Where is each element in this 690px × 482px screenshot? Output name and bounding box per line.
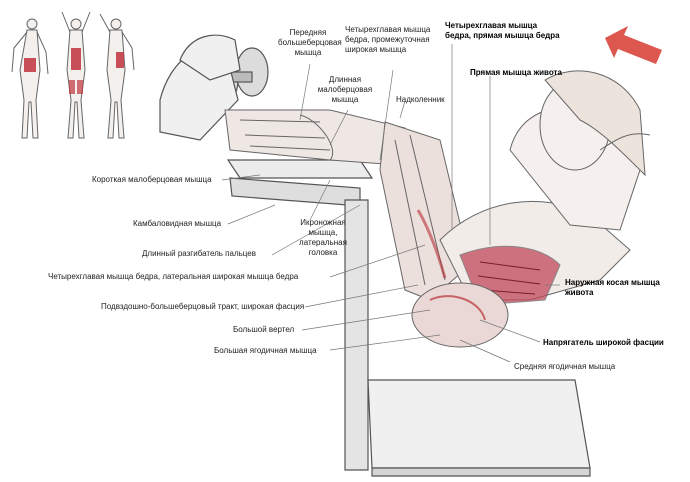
label-peroneus-brevis: Короткая малоберцовая мышца bbox=[92, 175, 212, 184]
buttocks bbox=[411, 282, 509, 348]
arrow-icon bbox=[605, 26, 662, 64]
label-tibialis-anterior: Передняя большеберцовая мышца bbox=[278, 28, 342, 57]
lower-legs bbox=[224, 109, 406, 166]
label-extensor-digitorum: Длинный разгибатель пальцев bbox=[142, 249, 256, 258]
feet bbox=[159, 34, 241, 141]
label-gluteus-medius: Средняя ягодичная мышца bbox=[514, 362, 616, 371]
label-gastrocnemius: Икроножная мышца, латеральная головка bbox=[299, 218, 347, 257]
label-iliotibial-tract: Подвздошно-большеберцовый тракт, широкая… bbox=[101, 302, 305, 311]
label-soleus: Камбаловидная мышца bbox=[133, 219, 222, 228]
label-rectus-femoris: Четырехглавая мышца бедра, прямая мышца … bbox=[445, 21, 560, 40]
label-vastus-lateralis: Четырехглавая мышца бедра, латеральная ш… bbox=[48, 272, 299, 281]
muscle-figure-icon bbox=[11, 11, 135, 139]
label-tensor-fasciae-latae: Напрягатель широкой фасции bbox=[543, 338, 664, 347]
label-rectus-abdominis: Прямая мышца живота bbox=[470, 68, 562, 77]
label-peroneus-longus: Длинная малоберцовая мышца bbox=[317, 75, 373, 104]
label-gluteus-maximus: Большая ягодичная мышца bbox=[214, 346, 317, 355]
head-and-arm bbox=[509, 70, 651, 231]
label-vastus-intermedius: Четырехглавая мышца бедра, промежуточная… bbox=[345, 25, 431, 54]
label-greater-trochanter: Большой вертел bbox=[233, 325, 295, 334]
label-patella: Надколенник bbox=[396, 95, 445, 104]
bench bbox=[226, 159, 591, 477]
label-external-oblique: Наружная косая мышца живота bbox=[565, 278, 660, 297]
leader-lines bbox=[221, 44, 560, 363]
